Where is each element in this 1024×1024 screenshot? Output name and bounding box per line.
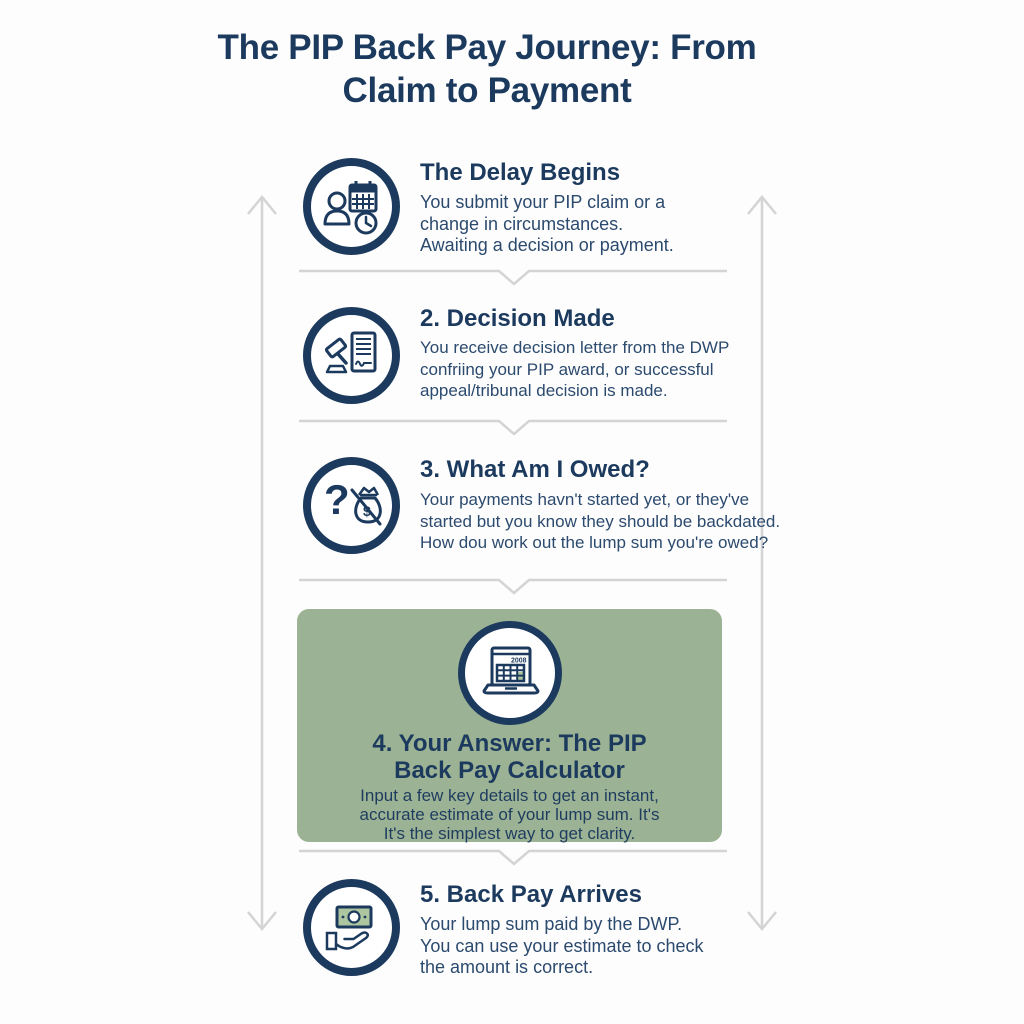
step-connector-icon — [299, 849, 727, 866]
step-1-icon-circle — [303, 158, 400, 255]
person-calendar-clock-icon — [323, 180, 377, 234]
money-hand-icon — [325, 905, 372, 950]
step-3-heading: 3. What Am I Owed? — [420, 456, 650, 483]
gavel-document-icon — [324, 331, 376, 373]
step-3-body: Your payments havn't started yet, or the… — [420, 490, 781, 552]
step-2-icon-circle — [303, 307, 400, 404]
svg-text:?: ? — [324, 476, 350, 523]
question-money-bag-icon: ? $ — [324, 476, 382, 525]
step-5-body: Your lump sum paid by the DWP. You can u… — [420, 914, 704, 977]
step-1-body: You submit your PIP claim or a change in… — [420, 192, 674, 255]
step-4-body: Input a few key details to get an instan… — [359, 786, 660, 843]
svg-text:$: $ — [363, 503, 371, 519]
step-1-heading: The Delay Begins — [420, 159, 621, 186]
step-connector-icon — [299, 269, 727, 286]
step-5-heading: 5. Back Pay Arrives — [420, 881, 642, 908]
step-4-heading: 4. Your Answer: The PIP Back Pay Calcula… — [372, 730, 647, 784]
step-3-icon-circle: ? $ — [303, 457, 400, 554]
step-connector-icon — [299, 419, 727, 436]
calculator-display: 2008 — [511, 658, 527, 665]
step-2-body: You receive decision letter from the DWP… — [420, 338, 730, 400]
flow-arrow-right-icon — [747, 195, 777, 931]
step-4-icon-circle: 2008 — [457, 621, 562, 725]
step-5-icon-circle — [303, 879, 400, 976]
page-title: The PIP Back Pay Journey: From Claim to … — [217, 28, 757, 110]
step-2-heading: 2. Decision Made — [420, 305, 615, 332]
flow-arrow-left-icon — [247, 195, 277, 931]
laptop-calculator-icon: 2008 — [482, 646, 539, 695]
step-connector-icon — [299, 578, 727, 595]
highlight-card-step-4: 2008 4. Your Answer: The PIP Back Pay Ca… — [297, 609, 722, 843]
